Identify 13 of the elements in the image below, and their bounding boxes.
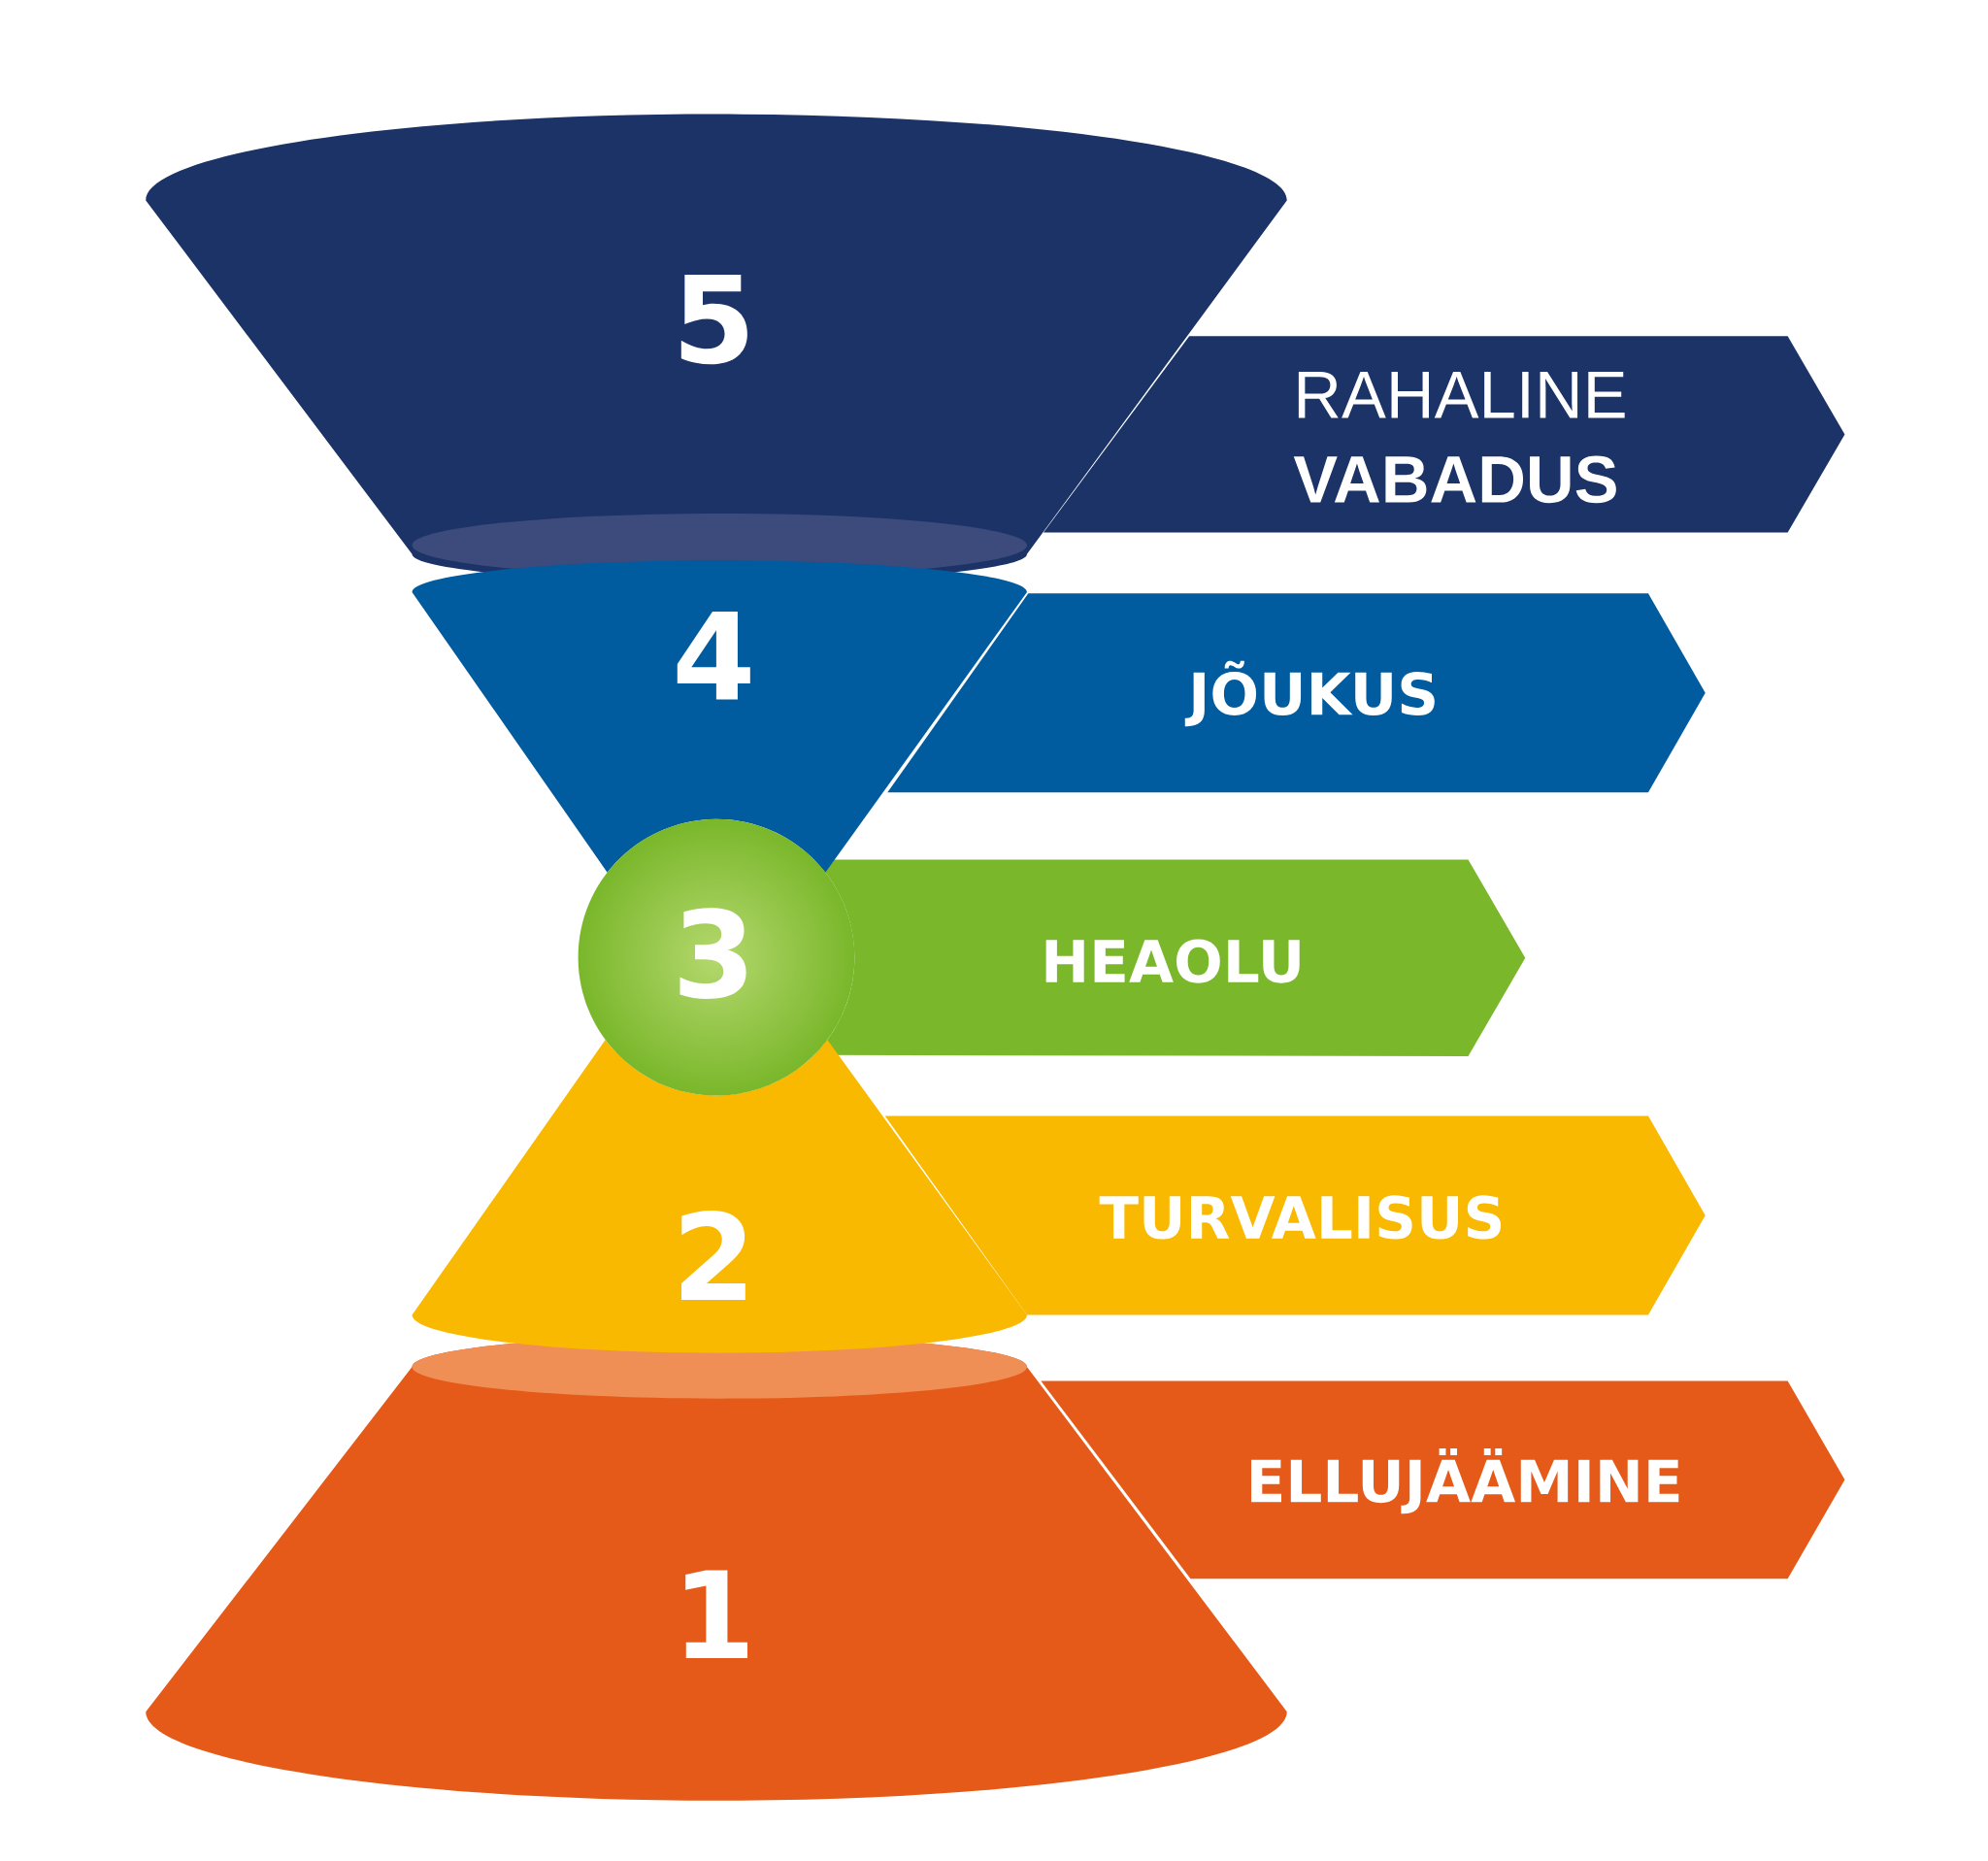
arrow-banner: JÕUKUS [887, 593, 1706, 793]
funnel-segment: 2 [412, 1039, 1027, 1399]
node-label: RAHALINE VABADUS [1293, 371, 1625, 504]
arrow-banner: RAHALINE VABADUS [1043, 335, 1845, 533]
arrow-banner: HEAOLU [813, 859, 1526, 1056]
node-label: TURVALISUS [1099, 1195, 1502, 1240]
sphere: 3 [679, 908, 746, 999]
arrow-banner: ELLUJÄÄMINE [1041, 1380, 1845, 1579]
node-label: JÕUKUS [1184, 660, 1435, 726]
arrow-banner: TURVALISUS [884, 1115, 1706, 1315]
funnel-segment: 4 [412, 560, 1027, 873]
node-label: 2 [681, 1210, 746, 1300]
node-label: 4 [677, 611, 750, 700]
